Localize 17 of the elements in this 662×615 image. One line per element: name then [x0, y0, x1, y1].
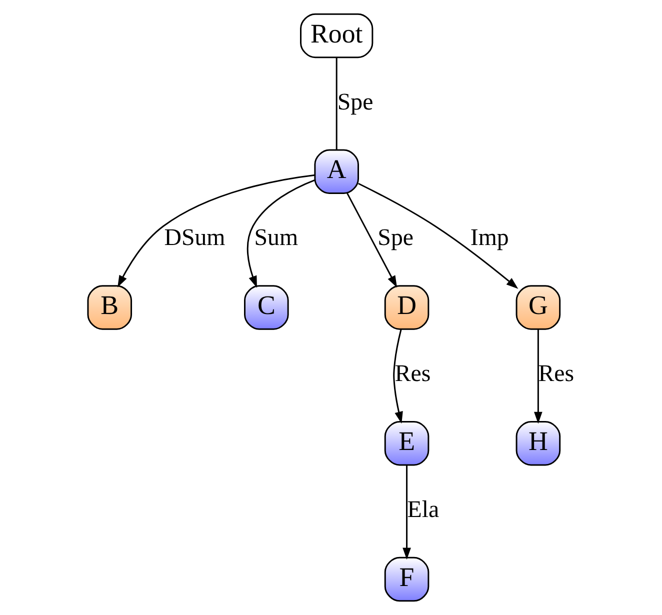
edge-label: Res — [538, 361, 574, 388]
edge-label: Spe — [378, 225, 414, 252]
arrow — [534, 329, 542, 424]
arrow — [402, 465, 411, 560]
edge-label: Imp — [470, 225, 509, 252]
edge-label: DSum — [164, 225, 226, 252]
edge-label: Spe — [337, 89, 374, 116]
node-box: Root — [300, 13, 374, 58]
arrow — [393, 329, 403, 424]
arrow — [246, 179, 315, 288]
edge-label: Sum — [254, 225, 298, 252]
arrow — [118, 174, 315, 288]
edge-label: Ela — [407, 497, 440, 524]
arrow — [358, 182, 518, 289]
edge-label: Res — [394, 361, 431, 388]
arrow — [346, 192, 398, 288]
connector — [336, 57, 338, 150]
